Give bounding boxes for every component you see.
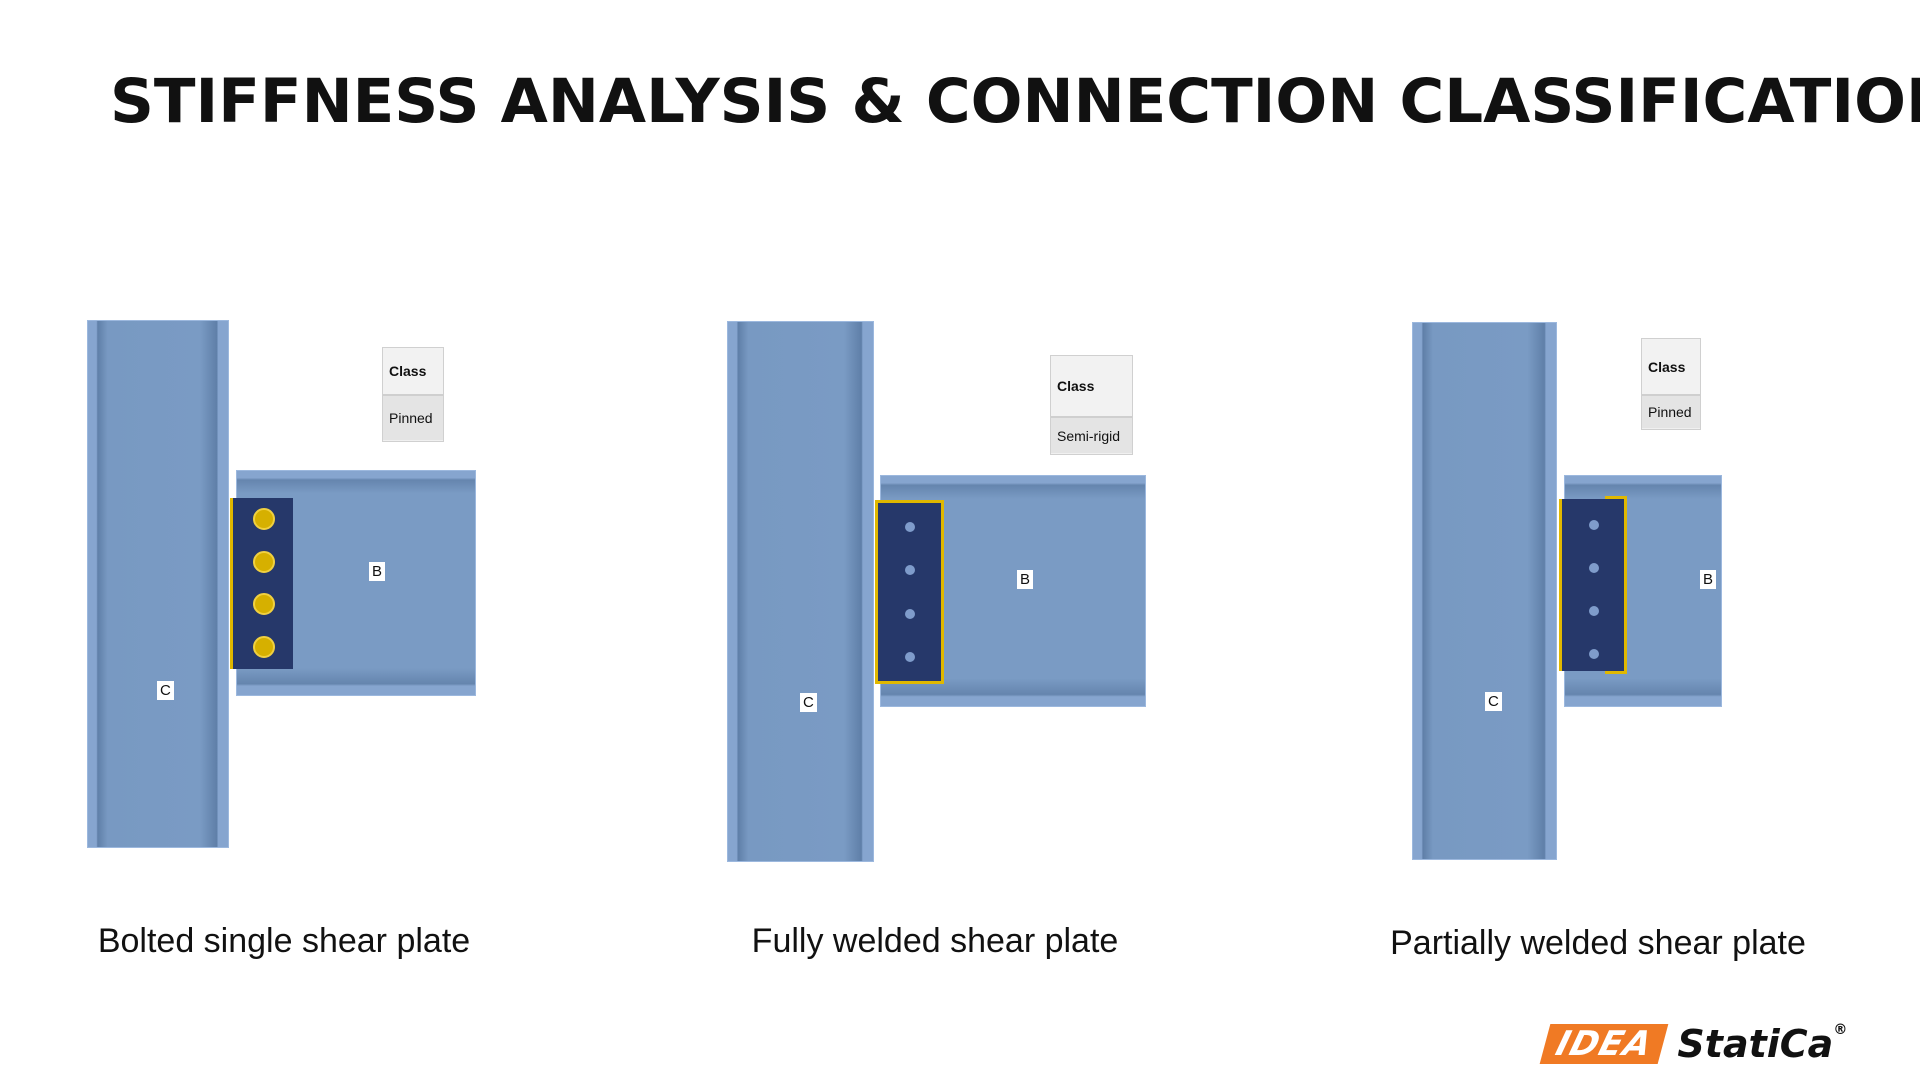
weld [230,498,234,669]
beam-label: B [1700,570,1717,589]
column-member[interactable] [1412,322,1557,860]
logo-product-text: StatiCa [1677,1022,1834,1066]
class-table: Class Semi-rigid [1050,355,1133,455]
logo-product: StatiCa® [1677,1022,1847,1066]
column-member[interactable] [87,320,229,848]
weld [1559,499,1563,671]
registered-mark: ® [1833,1022,1848,1038]
column-member[interactable] [727,321,874,862]
panel-caption: Fully welded shear plate [751,922,1119,960]
class-header: Class [383,348,443,396]
bolt-icon [253,636,275,658]
bolt-hole-icon [905,522,915,532]
panel-caption: Bolted single shear plate [97,922,471,960]
bolt-hole-icon [905,652,915,662]
class-value: Pinned [1642,396,1700,428]
beam-label: B [369,562,386,581]
beam-label: B [1017,570,1034,589]
class-value: Pinned [383,396,443,440]
bolt-hole-icon [905,609,915,619]
column-label: C [157,681,174,700]
bolt-hole-icon [1589,520,1599,530]
class-value: Semi-rigid [1051,418,1132,453]
class-header: Class [1642,339,1700,396]
bolt-hole-icon [1589,563,1599,573]
bolt-icon [253,593,275,615]
column-label: C [800,693,817,712]
bolt-icon [253,551,275,573]
page-title: STIFFNESS ANALYSIS & CONNECTION CLASSIFI… [110,66,1920,137]
idea-statica-logo: IDEA StatiCa® [1539,1022,1847,1066]
column-label: C [1485,692,1502,711]
class-table: Class Pinned [1641,338,1701,430]
panel-caption: Partially welded shear plate [1390,924,1806,962]
logo-brand: IDEA [1539,1024,1669,1064]
bolt-hole-icon [1589,606,1599,616]
shear-plate[interactable] [878,503,941,681]
class-header: Class [1051,356,1132,418]
bolt-hole-icon [905,565,915,575]
bolt-icon [253,508,275,530]
class-table: Class Pinned [382,347,444,442]
bolt-hole-icon [1589,649,1599,659]
